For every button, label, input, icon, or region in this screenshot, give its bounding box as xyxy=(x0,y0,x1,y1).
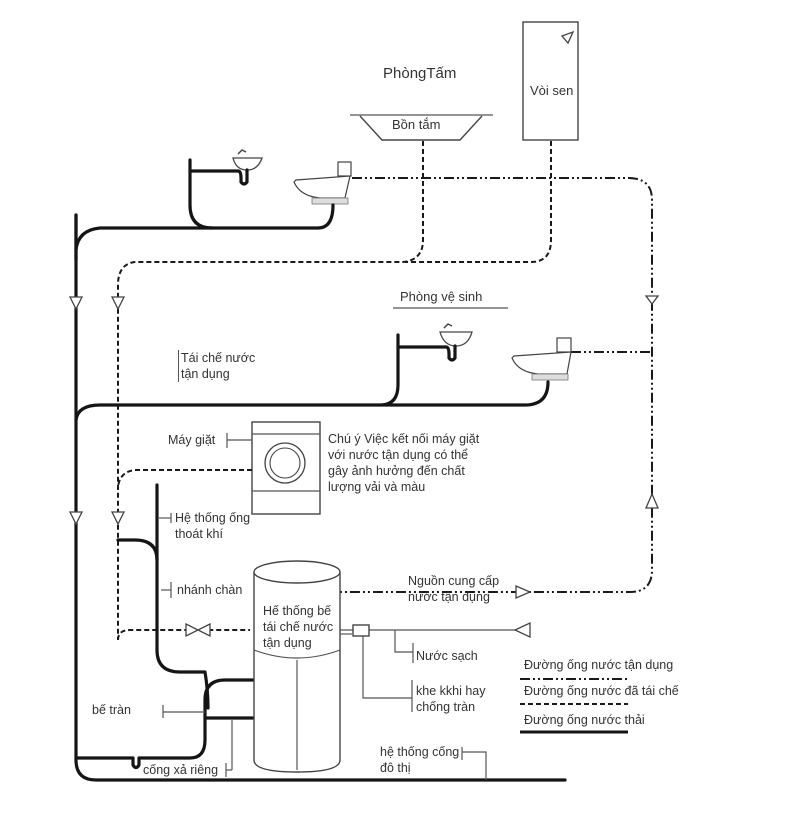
bathroom-title: PhòngTấm xyxy=(383,65,457,82)
sink-second-icon xyxy=(439,323,473,347)
legend-label-recycled: Đường ống nước đã tái chế xyxy=(524,684,679,698)
flow-arrow-icon xyxy=(68,511,84,526)
washing-machine-icon xyxy=(251,421,321,515)
toilet-room-title: Phòng vệ sinh xyxy=(400,289,483,304)
washing-machine-note: Chú ý Việc kết nối máy giặt với nước tận… xyxy=(328,432,480,494)
bathtub-fixture xyxy=(350,114,493,141)
toilet-top-icon xyxy=(293,161,352,205)
flow-arrow-icon xyxy=(110,511,126,526)
valve-icon xyxy=(185,622,211,638)
flow-arrow-icon xyxy=(110,296,126,311)
shower-label: Vòi sen xyxy=(530,83,574,98)
supply-source-label: Nguồn cung cấp nước tận dụng xyxy=(408,574,500,604)
shower-recycled-pipe xyxy=(405,141,552,263)
washing-machine-label: Máy giặt xyxy=(168,433,216,447)
shower-fixture xyxy=(522,21,579,141)
washing-machine-pipe xyxy=(117,469,252,491)
bathtub-recycled-pipe xyxy=(117,141,424,640)
recycled-water-label: Tái chế nước tận dụng xyxy=(178,350,255,382)
overflow-branch-label: nhánh chàn xyxy=(177,583,243,597)
recycling-tank xyxy=(253,560,341,773)
city-sewer-label: hệ thống cống đô thị xyxy=(380,745,460,775)
clean-water-inlet-icon xyxy=(513,621,531,639)
flow-arrow-icon xyxy=(645,492,659,509)
vent-pipe xyxy=(155,483,210,710)
waste-pipe-second xyxy=(74,333,550,422)
flow-arrow-icon xyxy=(644,295,660,306)
recycled-pipe-return xyxy=(117,629,250,641)
shower-head-icon xyxy=(560,30,575,45)
clean-water-label: Nước sạch xyxy=(416,649,478,663)
bathtub-label: Bồn tắm xyxy=(392,117,441,132)
toilet-second-icon xyxy=(511,337,572,381)
air-gap-label: khe kkhi hay chống tràn xyxy=(416,684,486,714)
tank-label: Hế thống bế tái chế nước tận dụng xyxy=(263,604,334,650)
separate-drain-label: cống xả riêng xyxy=(143,763,219,777)
vent-system-label: Hệ thống ống thoát khí xyxy=(175,511,251,541)
flow-arrow-icon xyxy=(68,296,84,311)
main-waste-stack xyxy=(74,213,567,782)
legend xyxy=(520,678,628,734)
overflow-tank-label: bế tràn xyxy=(92,703,131,717)
legend-label-waste: Đường ống nước thải xyxy=(524,713,645,727)
sink-top-icon xyxy=(232,149,263,171)
reuse-pipe-top xyxy=(340,177,653,593)
overflow-tank-pipe xyxy=(74,678,256,770)
flow-arrow-icon xyxy=(515,585,532,599)
legend-label-reuse: Đường ống nước tận dụng xyxy=(524,658,674,672)
